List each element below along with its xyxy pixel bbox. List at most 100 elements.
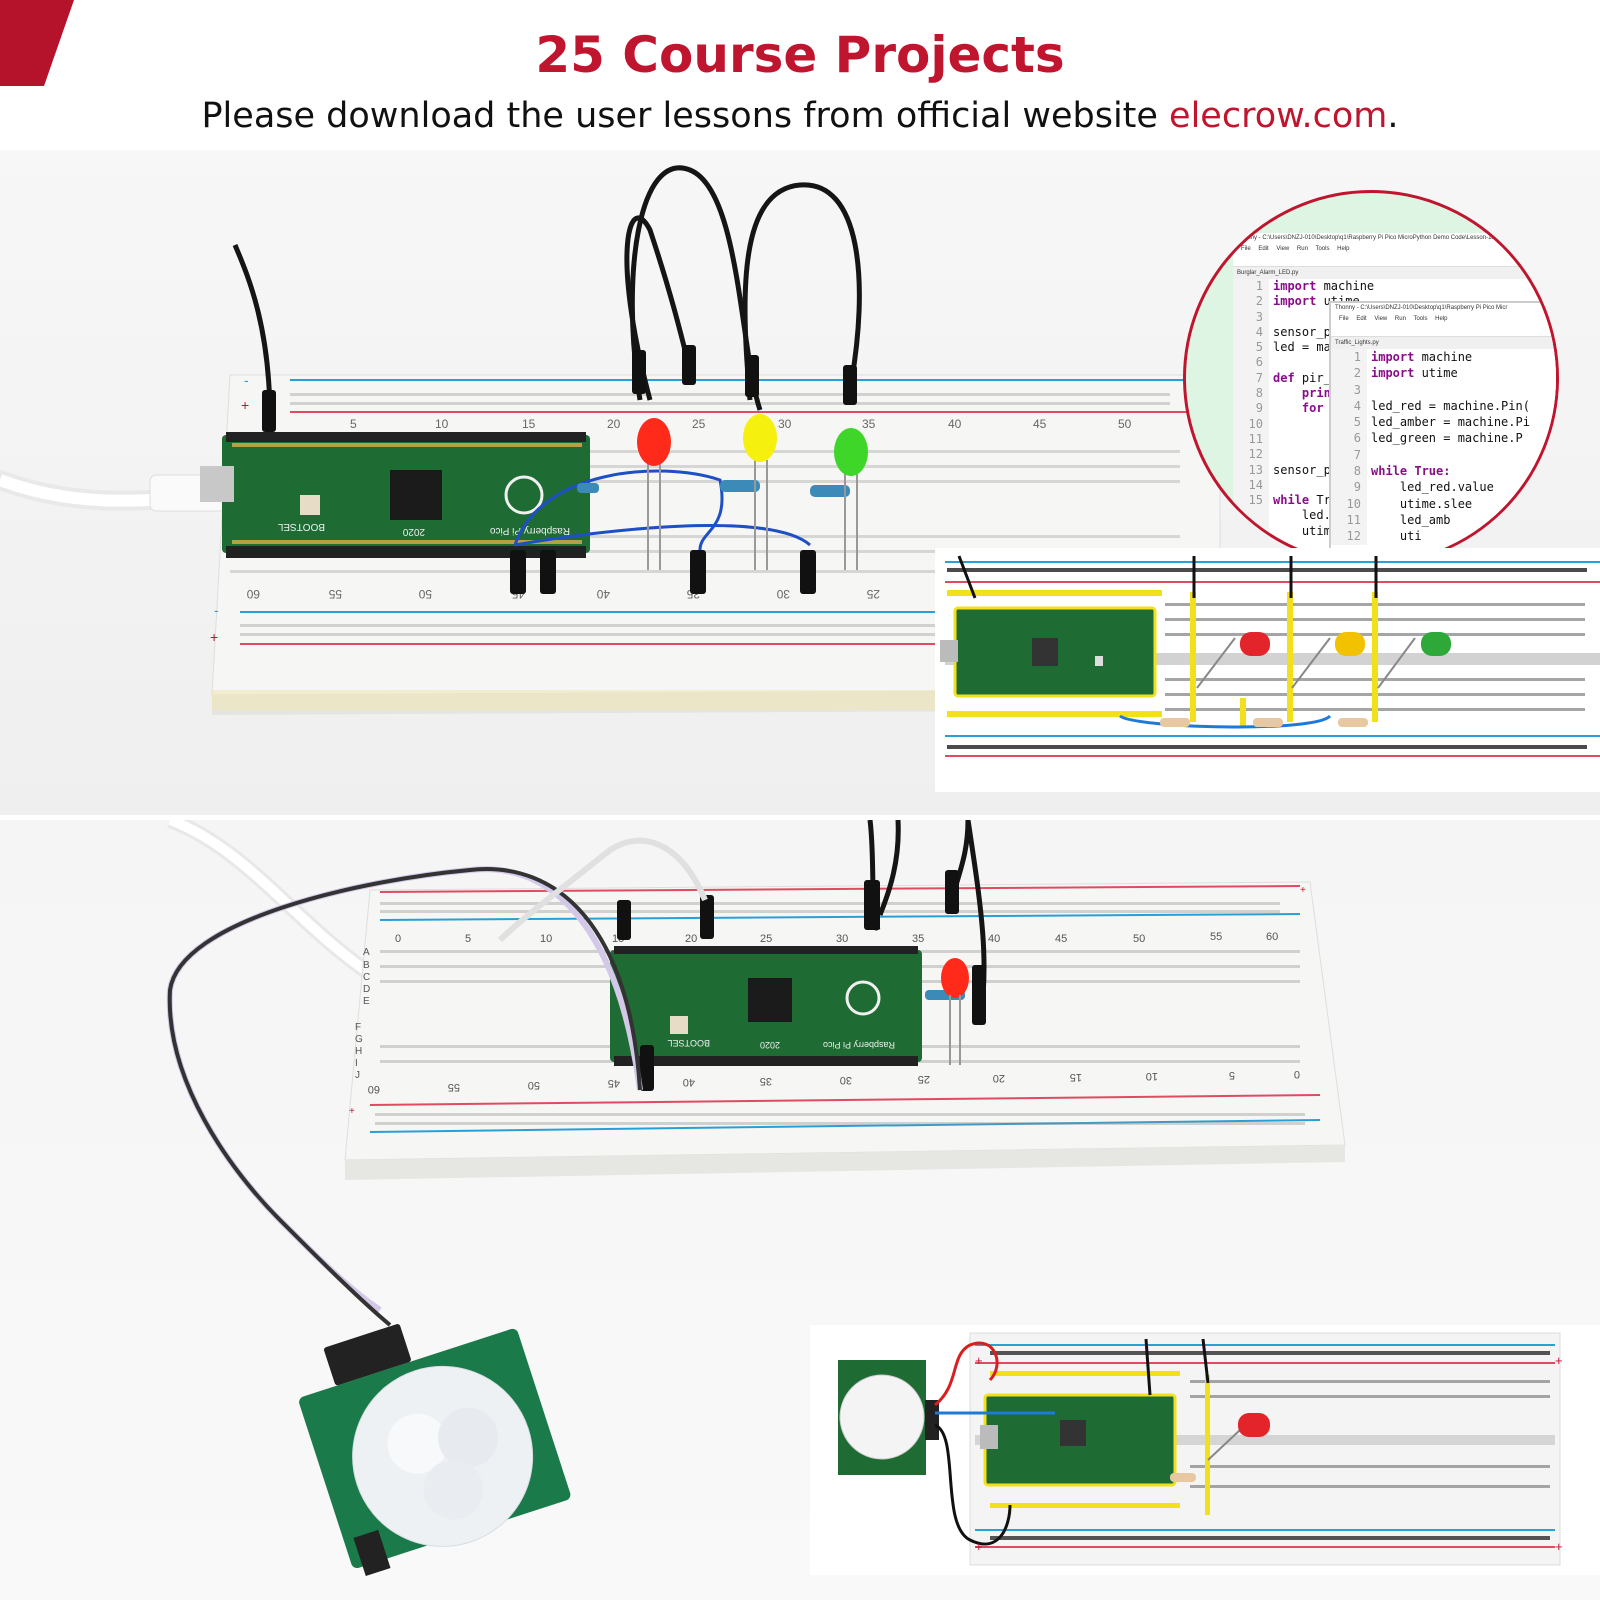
rail-sign: + (1555, 1353, 1563, 1368)
pcb-text: BOOTSEL (277, 521, 325, 532)
pico-board: BOOTSEL 2020 Raspberry Pi Pico (200, 432, 590, 558)
col-num: 30 (840, 1074, 852, 1086)
row-letter: H (355, 1046, 362, 1057)
wiring-diagram-graphic (935, 548, 1600, 792)
led-yellow (743, 414, 777, 570)
website-link[interactable]: elecrow.com (1169, 96, 1388, 136)
col-num: 20 (685, 933, 697, 945)
col-num: 45 (608, 1077, 620, 1089)
editor-toolbar (1331, 324, 1556, 337)
col-num: 15 (1070, 1071, 1082, 1083)
editor-toolbar (1233, 254, 1556, 267)
editor-menu: File Edit View Run Tools Help (1339, 316, 1448, 322)
col-num: 50 (1133, 933, 1145, 945)
code-zoom-circle: Thonny - C:\Users\DNZJ-010\Desktop\q1\Ra… (1183, 190, 1559, 566)
col-num: 45 (1033, 417, 1047, 431)
editor-code: 1 2 3 4 5 6 7 8 9 10 11 12 import machin… (1331, 349, 1556, 545)
col-num: 0 (395, 933, 401, 945)
editor-titlebar: Thonny - C:\Users\DNZJ-010\Desktop\q1\Ra… (1335, 305, 1508, 311)
col-num: 30 (836, 933, 848, 945)
col-num: 10 (540, 933, 552, 945)
rail-sign: + (210, 629, 218, 645)
led-red (941, 958, 969, 998)
page-subtitle: Please download the user lessons from of… (0, 96, 1600, 136)
col-num: 25 (918, 1073, 930, 1085)
diagram-led-red (1240, 632, 1270, 656)
wiring-diagram-graphic: + + + + (810, 1325, 1600, 1575)
col-num: 30 (778, 417, 792, 431)
col-num: 55 (328, 587, 342, 601)
diagram-led-green (1421, 632, 1451, 656)
editor-menu: File Edit View Run Tools Help (1241, 246, 1350, 252)
row-letter: B (363, 960, 370, 971)
led-red (637, 418, 671, 570)
col-num: 40 (683, 1076, 695, 1088)
col-num: 25 (692, 417, 706, 431)
burglar-alarm-wiring-diagram: + + + + (810, 1325, 1600, 1575)
col-num: 25 (760, 933, 772, 945)
subtitle-text: Please download the user lessons from of… (201, 96, 1170, 136)
col-num: 60 (1266, 931, 1278, 943)
rail-sign: - (244, 372, 249, 388)
pcb-board-label: Raspberry Pi Pico (490, 525, 570, 536)
col-num: 15 (522, 417, 536, 431)
col-num: 50 (1118, 417, 1132, 431)
col-num: 35 (760, 1075, 772, 1087)
pcb-text: BOOTSEL (667, 1038, 710, 1048)
traffic-lights-wiring-diagram (935, 548, 1600, 792)
rail-sign: + (1300, 885, 1306, 896)
col-num: 40 (948, 417, 962, 431)
col-num: 20 (993, 1072, 1005, 1084)
editor-traffic-lights: Thonny - C:\Users\DNZJ-010\Desktop\q1\Ra… (1331, 303, 1556, 563)
line-numbers: 1 2 3 4 5 6 7 8 9 10 11 12 (1331, 349, 1367, 545)
rail-sign: + (241, 397, 249, 413)
burglar-alarm-illustration: 0 5 10 15 20 25 30 35 40 45 50 55 60 60 … (166, 820, 1346, 1577)
editor-tab[interactable]: Traffic_Lights.py (1331, 337, 1556, 349)
col-num: 60 (368, 1083, 380, 1095)
page-title: 25 Course Projects (535, 26, 1065, 84)
pcb-text: 2020 (760, 1040, 780, 1050)
pico-board: BOOTSEL 2020 Raspberry Pi Pico (610, 946, 922, 1066)
row-letter: D (363, 984, 370, 995)
col-num: 10 (435, 417, 449, 431)
editor-code: 1 2 3 4 5 6 7 8 9 10 11 12 13 14 15 impo… (1233, 279, 1556, 540)
editor-titlebar: Thonny - C:\Users\DNZJ-010\Desktop\q1\Ra… (1237, 235, 1516, 241)
col-num: 5 (1229, 1069, 1235, 1081)
col-num: 55 (448, 1081, 460, 1093)
rail-sign: + (1555, 1539, 1563, 1554)
col-num: 10 (1146, 1070, 1158, 1082)
rail-sign: + (975, 1539, 983, 1554)
row-letter: F (355, 1022, 361, 1033)
col-num: 50 (418, 587, 432, 601)
led-green (834, 428, 868, 570)
col-num: 60 (246, 587, 260, 601)
pcb-text: 2020 (402, 526, 425, 537)
col-num: 55 (1210, 931, 1222, 943)
col-num: 40 (596, 587, 610, 601)
corner-accent (0, 0, 74, 86)
col-num: 20 (607, 417, 621, 431)
pcb-board-label: Raspberry Pi Pico (823, 1040, 895, 1050)
rail-sign: - (214, 602, 219, 618)
col-num: 40 (988, 933, 1000, 945)
row-letter: A (363, 947, 370, 958)
rail-sign: + (349, 1106, 355, 1117)
row-letter: J (355, 1070, 360, 1081)
col-num: 35 (862, 417, 876, 431)
pir-sensor (299, 1324, 571, 1577)
row-letter: C (363, 972, 370, 983)
code-lines: import machine import utime led_red = ma… (1371, 350, 1530, 544)
col-num: 50 (528, 1079, 540, 1091)
col-num: 5 (350, 417, 357, 431)
col-num: 0 (1294, 1068, 1300, 1080)
row-letter: G (355, 1034, 363, 1045)
col-num: 35 (912, 933, 924, 945)
col-num: 45 (1055, 933, 1067, 945)
row-letter: E (363, 996, 370, 1007)
col-num: 30 (776, 587, 790, 601)
diagram-led-red (1238, 1413, 1270, 1437)
line-numbers: 1 2 3 4 5 6 7 8 9 10 11 12 13 14 15 (1233, 279, 1269, 540)
row-letter: I (355, 1058, 358, 1069)
col-num: 25 (866, 587, 880, 601)
editor-tab[interactable]: Burglar_Alarm_LED.py (1233, 267, 1556, 279)
